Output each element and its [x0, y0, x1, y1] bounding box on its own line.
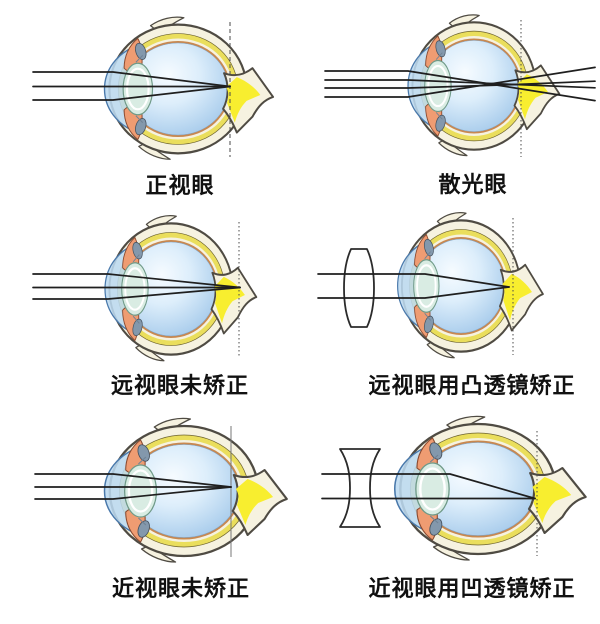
- ciliary-body-lower: [435, 114, 446, 132]
- light-ray: [324, 79, 596, 89]
- eye-cross-section: [103, 16, 275, 160]
- panel-label-astigmatism: 散光眼: [438, 172, 508, 197]
- light-ray: [321, 473, 536, 500]
- panel-label-hyperopia: 远视眼未矫正: [110, 373, 249, 398]
- eye-cross-section: [393, 415, 587, 561]
- optic-nerve-core: [502, 273, 532, 321]
- panel-astigmatism: [324, 14, 596, 157]
- crystalline-lens-ring: [125, 67, 150, 111]
- light-ray: [32, 71, 231, 88]
- ciliary-body-upper: [429, 442, 443, 460]
- ciliary-body-upper: [423, 238, 434, 257]
- ciliary-body-upper: [435, 40, 446, 58]
- panel-myopia-uncorrected: [34, 417, 288, 563]
- zonule-fibers: [429, 454, 439, 524]
- optic-nerve-core: [532, 477, 572, 523]
- crystalline-lens-ring: [419, 467, 446, 511]
- zonule-fibers: [135, 54, 144, 124]
- panel-label-emmetropia: 正视眼: [145, 173, 215, 198]
- eye-cross-section: [397, 212, 544, 359]
- zonule-fibers: [424, 251, 431, 321]
- ciliary-body-upper: [132, 241, 143, 260]
- light-ray: [34, 473, 232, 488]
- zonule-fibers: [435, 52, 443, 120]
- light-ray: [34, 486, 232, 500]
- panel-hyperopia-uncorrected: [32, 215, 258, 362]
- panel-myopia-concave-corrected: [321, 415, 587, 561]
- zonule-fibers: [138, 456, 147, 526]
- light-ray: [324, 80, 596, 89]
- ciliary-body-upper: [137, 444, 150, 462]
- panel-label-hyperopia-convex: 远视眼用凸透镜矫正: [368, 373, 576, 398]
- crystalline-lens-ring: [124, 267, 146, 311]
- crystalline-lens-ring: [127, 469, 154, 513]
- zonule-fibers: [132, 254, 140, 324]
- panel-label-myopia-concave: 近视眼用凹透镜矫正: [368, 576, 576, 601]
- ciliary-body-lower: [423, 315, 434, 334]
- ciliary-body-lower: [137, 520, 150, 538]
- panel-emmetropia: [32, 16, 275, 160]
- optic-nerve-core: [235, 479, 274, 525]
- light-ray: [317, 273, 510, 288]
- ciliary-body-lower: [135, 118, 147, 136]
- light-ray: [32, 273, 241, 289]
- light-ray: [324, 70, 596, 102]
- light-ray: [317, 286, 510, 299]
- light-ray: [32, 286, 241, 300]
- convex-lens: [343, 248, 375, 328]
- ciliary-body-lower: [429, 518, 443, 536]
- panel-label-myopia: 近视眼未矫正: [111, 576, 250, 601]
- concave-lens: [339, 448, 381, 528]
- panel-hyperopia-convex-corrected: [317, 212, 544, 359]
- light-ray: [32, 85, 231, 101]
- ciliary-body-lower: [132, 318, 143, 337]
- light-ray: [324, 66, 596, 98]
- eye-cross-section: [104, 215, 258, 362]
- optic-nerve-core: [226, 77, 261, 123]
- crystalline-lens-ring: [416, 264, 437, 308]
- ciliary-body-upper: [135, 42, 147, 60]
